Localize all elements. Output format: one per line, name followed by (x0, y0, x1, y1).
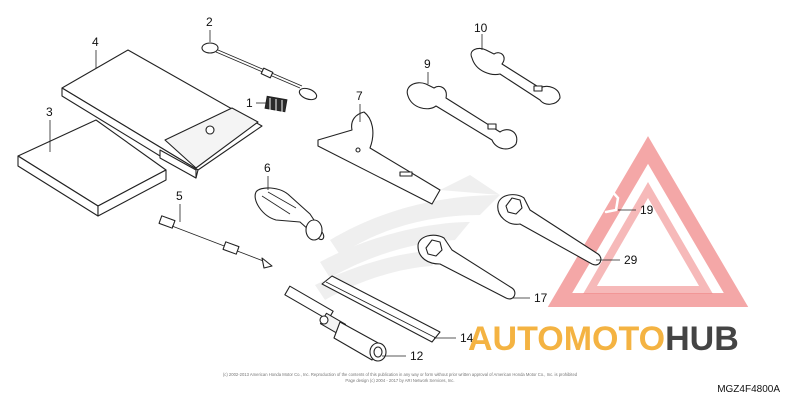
label-part-2: 2 (206, 15, 213, 29)
label-part-17: 17 (534, 291, 548, 305)
part-5-screwdriver (158, 215, 273, 269)
part-7-pin-spanner (317, 111, 441, 205)
part-3-owners-manual (17, 119, 167, 217)
automotohub-wordmark: AUTOMOTOHUB (468, 320, 739, 358)
leader-lines (49, 30, 636, 357)
label-part-3: 3 (46, 105, 53, 119)
label-part-9: 9 (424, 57, 431, 71)
automotohub-triangle-watermark (547, 136, 749, 307)
label-part-29: 29 (624, 253, 638, 267)
label-part-5: 5 (176, 189, 183, 203)
copyright-line-1: (c) 2002-2013 American Honda Motor Co., … (223, 372, 578, 377)
label-part-14: 14 (460, 331, 474, 345)
wordmark-hub: HUB (665, 320, 739, 358)
wordmark-auto: AUTO (468, 320, 564, 358)
part-2-helmet-cable (201, 42, 318, 101)
label-part-6: 6 (264, 161, 271, 175)
label-part-10: 10 (474, 21, 488, 35)
part-6-screwdriver-handle (254, 187, 325, 241)
diagram-code: MGZ4F4800A (717, 384, 780, 395)
label-part-4: 4 (92, 35, 99, 49)
wordmark-moto: MOTO (564, 320, 665, 358)
label-part-19: 19 (640, 203, 654, 217)
part-14-extension-bar (321, 275, 441, 343)
copyright-line-2: Page design (c) 2004 - 2017 by ARI Netwo… (345, 378, 454, 383)
label-part-12: 12 (410, 349, 424, 363)
part-9-wrench (406, 82, 518, 150)
part-17-box-wrench (417, 234, 516, 300)
svg-text:AUTOMOTOHUB: AUTOMOTOHUB (468, 320, 739, 358)
part-19-hex-key (582, 158, 620, 214)
part-29-box-wrench (497, 194, 602, 266)
label-part-7: 7 (356, 89, 363, 103)
part-12-spark-plug-wrench (284, 285, 387, 362)
part-1-clip (264, 95, 288, 113)
part-4-tool-bag (61, 49, 263, 179)
label-part-1: 1 (246, 96, 253, 110)
part-10-wrench (470, 47, 561, 105)
